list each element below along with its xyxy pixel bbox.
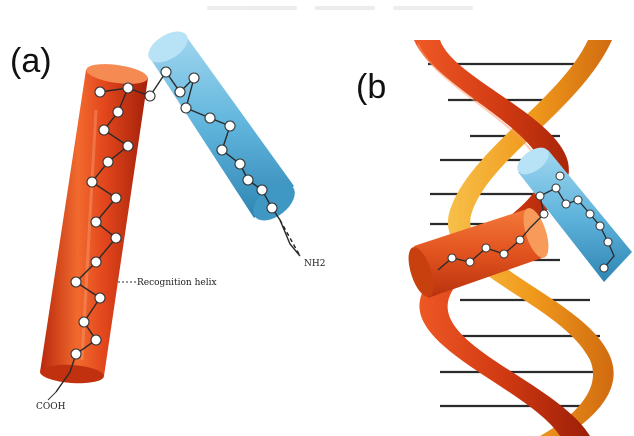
c-terminus-label: COOH: [36, 402, 66, 412]
panel-b: [403, 40, 632, 436]
panel-a-label: (a): [10, 44, 52, 78]
n-terminus-label: NH2: [304, 259, 325, 269]
blue-helix-cylinder: [143, 25, 302, 228]
recognition-helix-label: Recognition helix: [137, 278, 217, 288]
panel-a: [39, 25, 301, 400]
panel-b-label: (b: [356, 70, 386, 104]
